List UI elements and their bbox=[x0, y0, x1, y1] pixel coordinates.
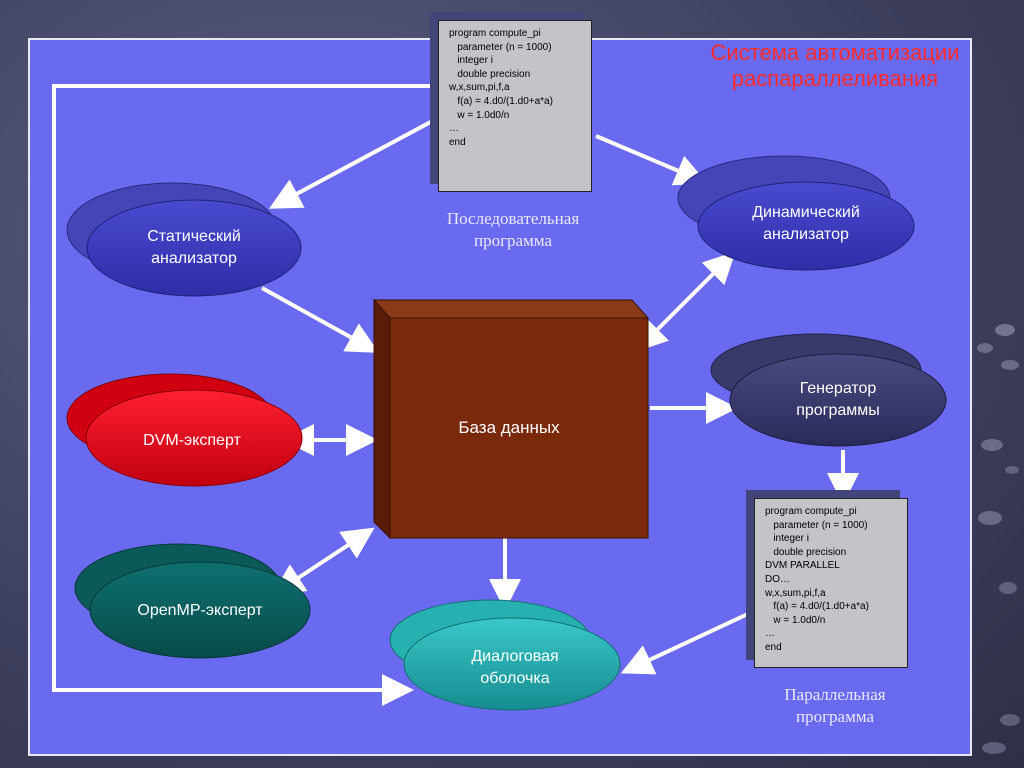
code-line: double precision bbox=[449, 68, 531, 80]
code-line: end bbox=[449, 136, 466, 148]
code-line: DO… bbox=[765, 573, 790, 585]
code-line: program compute_pi bbox=[765, 506, 857, 517]
static-analyzer-node[interactable] bbox=[66, 182, 302, 297]
arrow-code-to-dynamic bbox=[595, 134, 708, 186]
code-line: w,x,sum,pi,f,a bbox=[449, 82, 510, 94]
generator-node[interactable] bbox=[710, 333, 947, 447]
code-line: w = 1.0d0/n bbox=[449, 109, 510, 121]
code-line: integer i bbox=[449, 55, 493, 67]
dialog-shell-label: Диалоговая оболочка bbox=[471, 648, 559, 687]
code-line: DVM PARALLEL bbox=[765, 560, 840, 572]
code-line: end bbox=[765, 641, 782, 653]
sequential-caption: Последовательная программа bbox=[446, 209, 580, 250]
code-line: parameter (n = 1000) bbox=[765, 519, 868, 531]
dynamic-analyzer-node[interactable] bbox=[677, 155, 915, 271]
database-box[interactable] bbox=[372, 298, 650, 540]
arrow-code-to-dialog bbox=[52, 84, 430, 706]
code-line: program compute_pi bbox=[449, 28, 541, 39]
slide-title: Система автоматизации распараллеливания bbox=[710, 40, 960, 91]
sequential-code-lines: program compute_pi parameter (n = 1000) … bbox=[449, 27, 585, 149]
code-line: f(a) = 4.d0/(1.d0+a*a) bbox=[765, 601, 869, 613]
code-line: … bbox=[765, 628, 775, 640]
code-line: parameter (n = 1000) bbox=[449, 41, 552, 53]
generator-label: Генератор программы bbox=[796, 380, 880, 419]
parallel-code-box: program compute_pi parameter (n = 1000) … bbox=[754, 498, 908, 668]
code-line: double precision bbox=[765, 546, 847, 558]
arrow-code-to-static bbox=[268, 116, 439, 209]
dvm-expert-node[interactable] bbox=[66, 373, 303, 487]
arrow-db-dynamic bbox=[635, 251, 736, 352]
dialog-shell-node[interactable] bbox=[389, 599, 621, 711]
openmp-expert-label: OpenMP-эксперт bbox=[137, 602, 263, 619]
openmp-expert-node[interactable] bbox=[74, 543, 311, 659]
arrow-parallel-to-dialog bbox=[620, 610, 753, 675]
code-line: w,x,sum,pi,f,a bbox=[765, 587, 826, 599]
database-label: База данных bbox=[458, 418, 560, 437]
arrow-static-to-db bbox=[261, 286, 379, 353]
code-line: w = 1.0d0/n bbox=[765, 614, 826, 626]
dvm-expert-label: DVM-эксперт bbox=[143, 432, 241, 449]
code-line: integer i bbox=[765, 533, 809, 545]
parallel-code-lines: program compute_pi parameter (n = 1000) … bbox=[765, 505, 901, 655]
static-analyzer-label: Статический анализатор bbox=[147, 228, 241, 267]
code-line: … bbox=[449, 123, 459, 135]
dynamic-analyzer-label: Динамический анализатор bbox=[752, 204, 860, 243]
sequential-code-box: program compute_pi parameter (n = 1000) … bbox=[438, 20, 592, 192]
arrow-openmp-db bbox=[271, 527, 375, 596]
parallel-caption: Параллельная программа bbox=[784, 685, 886, 726]
code-line: f(a) = 4.d0/(1.d0+a*a) bbox=[449, 95, 553, 107]
